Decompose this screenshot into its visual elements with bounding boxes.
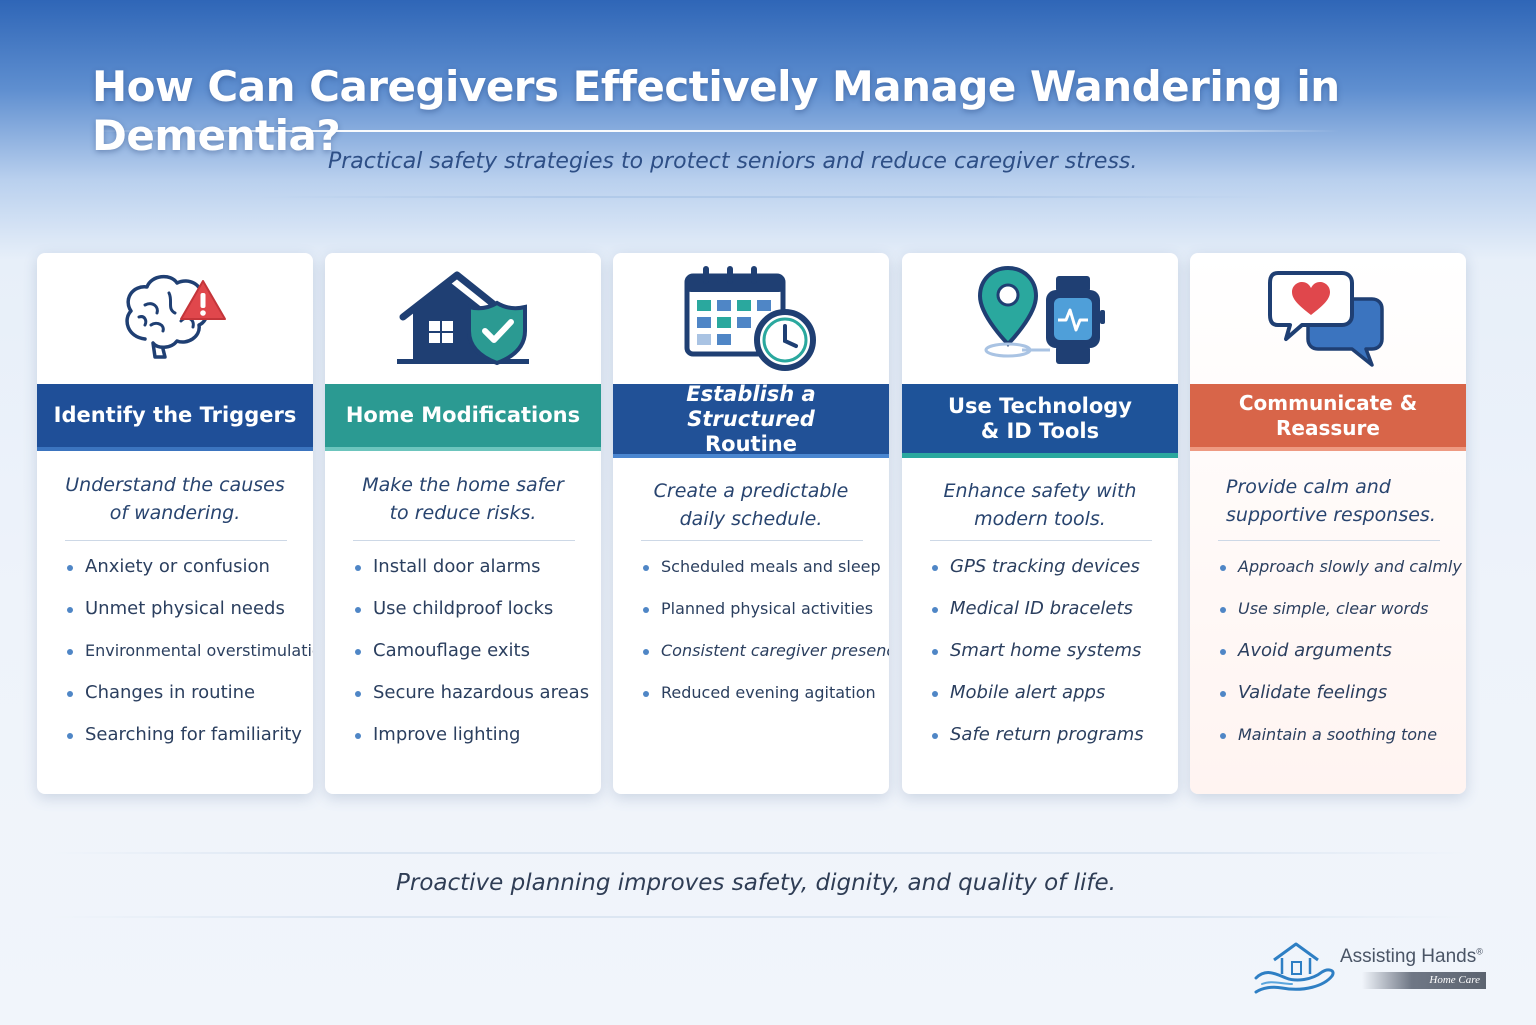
list-item: Planned physical activities <box>643 595 888 637</box>
card-lead-line: to reduce risks. <box>389 502 537 524</box>
card-heading-line: Identify the Triggers <box>53 403 297 427</box>
card-list: Scheduled meals and sleep Planned physic… <box>643 553 889 721</box>
list-item: Use childproof locks <box>355 595 600 637</box>
list-item: Anxiety or confusion <box>67 553 312 595</box>
list-item: Changes in routine <box>67 679 312 721</box>
card-divider <box>353 540 575 541</box>
card-heading-line: Communicate & Reassure <box>1238 390 1418 440</box>
card-lead: Enhance safety with modern tools. <box>916 477 1164 533</box>
list-item: Smart home systems <box>932 637 1177 679</box>
list-item: Unmet physical needs <box>67 595 312 637</box>
list-item: Validate feelings <box>1220 679 1465 721</box>
card-list: Approach slowly and calmly Use simple, c… <box>1220 553 1465 763</box>
card-divider <box>641 540 863 541</box>
card-heading: Home Modifications <box>325 384 601 451</box>
gps-watch-icon <box>977 265 1105 364</box>
list-item: Install door alarms <box>355 553 600 595</box>
list-item: Mobile alert apps <box>932 679 1177 721</box>
card-technology-id: Use Technology & ID Tools Enhance safety… <box>902 253 1178 794</box>
card-lead-line: supportive responses. <box>1226 504 1436 526</box>
footer-tagline: Proactive planning improves safety, dign… <box>396 870 1116 896</box>
card-icon-area <box>37 253 313 384</box>
logo-subtitle: Home Care <box>1362 972 1486 989</box>
house-shield-icon <box>397 271 529 365</box>
card-divider <box>1218 540 1440 541</box>
logo-name: Assisting Hands® <box>1340 946 1483 968</box>
card-heading-line: & ID Tools <box>980 418 1100 443</box>
card-heading-line: Home Modifications <box>345 403 581 427</box>
card-divider <box>930 540 1152 541</box>
card-communicate-reassure: Communicate & Reassure Provide calm and … <box>1190 253 1466 794</box>
card-heading: Establish a Structured Routine <box>613 381 889 458</box>
page-subtitle: Practical safety strategies to protect s… <box>328 149 1138 174</box>
card-lead-line: of wandering. <box>109 502 241 524</box>
list-item: Camouflage exits <box>355 637 600 679</box>
card-lead-line: Enhance safety with <box>943 480 1137 502</box>
card-heading-line: Use Technology <box>947 393 1132 418</box>
footer-divider-bottom <box>50 916 1470 918</box>
card-lead: Provide calm and supportive responses. <box>1226 473 1466 529</box>
card-list: Anxiety or confusion Unmet physical need… <box>67 553 313 763</box>
card-structured-routine: Establish a Structured Routine Create a … <box>613 253 889 794</box>
title-divider <box>90 130 1340 132</box>
calendar-clock-icon <box>684 265 816 371</box>
card-lead-line: Understand the causes <box>65 474 285 496</box>
list-item: Approach slowly and calmly <box>1220 553 1465 595</box>
list-item: Avoid arguments <box>1220 637 1465 679</box>
card-heading-line: Establish a Structured <box>686 381 816 431</box>
card-lead: Create a predictable daily schedule. <box>627 477 875 533</box>
card-icon-area <box>613 253 889 384</box>
chat-heart-icon <box>1268 270 1384 367</box>
card-list: GPS tracking devices Medical ID bracelet… <box>932 553 1177 763</box>
list-item: Reduced evening agitation <box>643 679 888 721</box>
list-item: Use simple, clear words <box>1220 595 1465 637</box>
card-lead-line: modern tools. <box>974 508 1106 530</box>
list-item: Searching for familiarity <box>67 721 312 763</box>
list-item: Scheduled meals and sleep <box>643 553 888 595</box>
card-icon-area <box>902 253 1178 384</box>
list-item: Environmental overstimulation <box>67 637 313 679</box>
list-item: Secure hazardous areas <box>355 679 600 721</box>
card-lead-line: Make the home safer <box>362 474 564 496</box>
footer-divider-top <box>50 852 1470 854</box>
list-item: Maintain a soothing tone <box>1220 721 1465 763</box>
house-hands-logo-icon <box>1254 942 1335 994</box>
card-heading: Use Technology & ID Tools <box>902 384 1178 458</box>
card-icon-area <box>325 253 601 384</box>
card-icon-area <box>1190 253 1466 384</box>
logo-registered-mark: ® <box>1476 946 1483 957</box>
list-item: Safe return programs <box>932 721 1177 763</box>
brand-logo: Assisting Hands® Home Care <box>1252 938 1502 998</box>
card-home-modifications: Home Modifications Make the home safer t… <box>325 253 601 794</box>
list-item: Medical ID bracelets <box>932 595 1177 637</box>
subtitle-divider <box>260 196 1270 198</box>
card-heading: Identify the Triggers <box>37 384 313 451</box>
list-item: Improve lighting <box>355 721 600 763</box>
card-identify-triggers: Identify the Triggers Understand the cau… <box>37 253 313 794</box>
card-lead-line: Create a predictable <box>653 480 849 502</box>
card-divider <box>65 540 287 541</box>
card-lead: Make the home safer to reduce risks. <box>339 471 587 527</box>
list-item: Consistent caregiver presence <box>643 637 889 679</box>
logo-name-text: Assisting Hands <box>1340 946 1477 967</box>
card-heading: Communicate & Reassure <box>1190 384 1466 451</box>
list-item: GPS tracking devices <box>932 553 1177 595</box>
card-lead-line: Provide calm and <box>1226 476 1391 498</box>
card-lead-line: daily schedule. <box>679 508 823 530</box>
card-list: Install door alarms Use childproof locks… <box>355 553 600 763</box>
brain-alert-icon <box>125 274 226 359</box>
card-lead: Understand the causes of wandering. <box>51 471 299 527</box>
page-title: How Can Caregivers Effectively Manage Wa… <box>92 62 1340 160</box>
card-heading-line: Routine <box>705 431 797 456</box>
